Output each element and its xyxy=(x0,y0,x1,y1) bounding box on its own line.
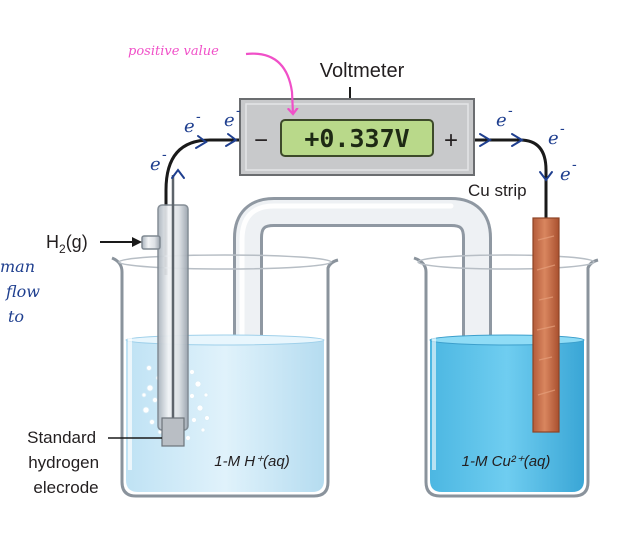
electron-arrow xyxy=(225,133,238,147)
she-label-line2: hydrogen xyxy=(28,453,99,472)
electron-label: e xyxy=(560,164,571,185)
voltmeter: +0.337V − + xyxy=(239,98,475,176)
she-gas-inlet xyxy=(141,235,161,250)
margin-note-line2: flow xyxy=(5,282,40,301)
hydrogen-electrode xyxy=(141,175,189,447)
salt-bridge-highlight xyxy=(239,203,454,379)
electron-label: e xyxy=(224,110,235,131)
electron-charge: - xyxy=(560,121,565,137)
electron-charge: - xyxy=(196,109,201,125)
she-label-line1: Standard xyxy=(27,428,96,447)
left-solution-label: 1-M H⁺(aq) xyxy=(214,453,289,470)
copper-strip xyxy=(532,217,560,433)
left-margin-handwriting: man flow to xyxy=(0,257,40,326)
h2-gas-subscript: 2 xyxy=(59,242,66,256)
electron-charge: - xyxy=(236,103,241,119)
voltmeter-title: Voltmeter xyxy=(320,60,405,82)
voltmeter-bevel xyxy=(245,103,469,171)
svg-text:H2(g): H2(g) xyxy=(46,232,88,256)
electron-arrow xyxy=(171,168,185,179)
left-solution-surface xyxy=(125,334,325,346)
she-label: Standard hydrogen elecrode xyxy=(27,428,162,497)
right-solution-label: 1-M Cu²⁺(aq) xyxy=(462,453,551,470)
electron-charge: - xyxy=(508,103,513,119)
right-beaker-rim xyxy=(417,254,595,270)
copper-strip-body xyxy=(532,217,560,433)
electron-label: e xyxy=(150,154,161,175)
cu-strip-label: Cu strip xyxy=(468,181,527,200)
left-beaker-rim xyxy=(118,254,332,270)
electron-label: e xyxy=(548,128,559,149)
right-beaker-glass xyxy=(413,256,599,498)
electron-arrow xyxy=(479,133,492,147)
electron-charge: - xyxy=(162,147,167,163)
right-solution-surface xyxy=(429,334,585,346)
pink-note-arrow xyxy=(245,52,293,114)
h2-gas-label: H2(g) xyxy=(46,232,142,256)
electron-arrow xyxy=(539,171,553,182)
voltmeter-positive-terminal: + xyxy=(444,127,458,154)
voltmeter-negative-terminal: − xyxy=(254,127,268,154)
margin-note-line3: to xyxy=(8,307,24,326)
left-beaker-glass xyxy=(111,256,339,498)
salt-bridge-tube-inner xyxy=(236,200,489,380)
voltmeter-reading: +0.337V xyxy=(304,124,409,153)
electron-charge: - xyxy=(572,157,577,173)
pink-annotation: positive value xyxy=(128,44,293,114)
margin-note-line1: man xyxy=(0,257,35,276)
h2-gas-symbol: H xyxy=(46,232,59,252)
electron-arrow xyxy=(195,135,208,149)
electron-label: e xyxy=(496,110,507,131)
external-wire xyxy=(164,87,548,275)
electron-arrow xyxy=(511,133,524,147)
electron-flow-arrows xyxy=(171,133,553,182)
she-label-line3: elecrode xyxy=(33,478,98,497)
pink-note-text: positive value xyxy=(128,44,219,59)
h2-gas-state: (g) xyxy=(66,232,88,252)
svg-text:Standard hydrogen: Standard hydrogen elecrode xyxy=(27,428,104,497)
lcd-display xyxy=(280,119,434,157)
electron-label: e xyxy=(184,116,195,137)
wire-left xyxy=(164,138,258,275)
wire-right xyxy=(468,138,548,218)
electron-annotations: e - e - e - e - e - e - xyxy=(150,103,577,185)
copper-strip-texture xyxy=(536,235,556,396)
she-platinum-plate xyxy=(161,417,185,447)
